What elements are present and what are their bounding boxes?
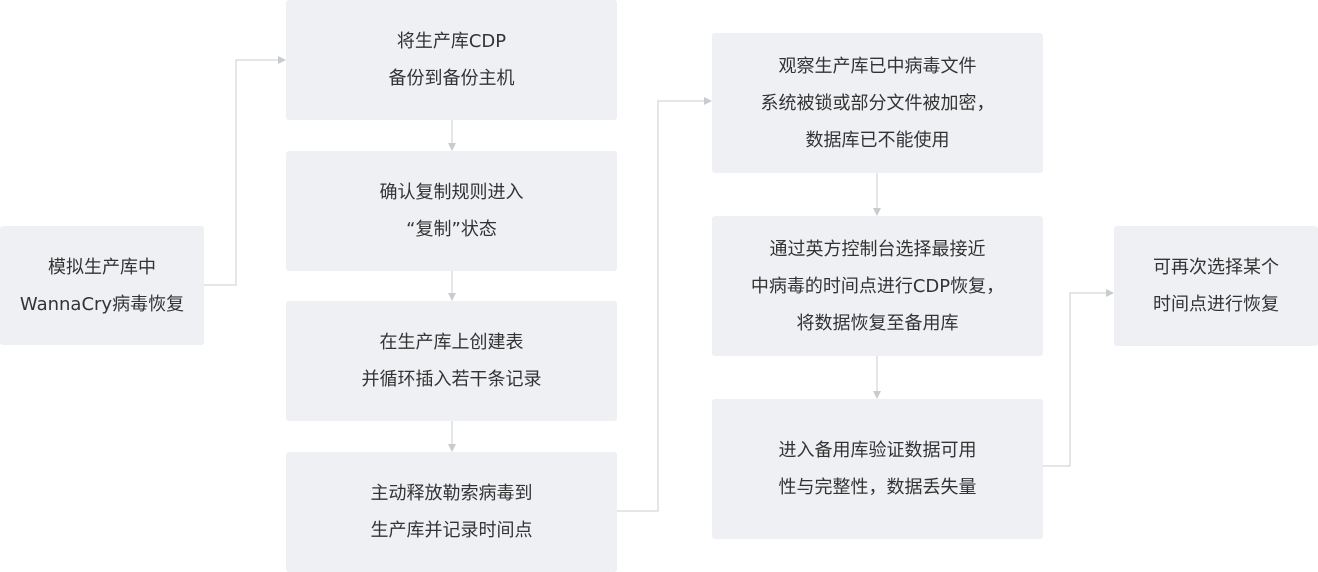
connector-start-to-step1 <box>204 56 286 286</box>
node-step3: 在生产库上创建表 并循环插入若干条记录 <box>286 301 617 421</box>
node-step3-line-1: 在生产库上创建表 <box>379 332 524 353</box>
node-step6-line-2: 中病毒的时间点进行CDP恢复， <box>750 275 1005 297</box>
node-step2-line-2: “复制”状态 <box>406 219 497 240</box>
node-step7-line-1: 进入备用库验证数据可用 <box>778 440 977 461</box>
connector-step4-to-step5 <box>617 97 712 512</box>
node-step4: 主动释放勒索病毒到 生产库并记录时间点 <box>286 452 617 572</box>
node-end-line-1: 可再次选择某个 <box>1153 257 1279 278</box>
node-step4-line-2: 生产库并记录时间点 <box>370 520 533 541</box>
node-step6: 通过英方控制台选择最接近 中病毒的时间点进行CDP恢复， 将数据恢复至备用库 <box>712 216 1043 356</box>
node-start: 模拟生产库中 WannaCry病毒恢复 <box>0 226 204 345</box>
node-step5-line-3: 数据库已不能使用 <box>805 129 950 151</box>
node-step7: 进入备用库验证数据可用 性与完整性，数据丢失量 <box>712 399 1043 539</box>
node-start-line-2: WannaCry病毒恢复 <box>19 293 185 315</box>
node-end: 可再次选择某个 时间点进行恢复 <box>1114 226 1318 346</box>
node-step2-line-1: 确认复制规则进入 <box>379 182 524 203</box>
node-start-line-1: 模拟生产库中 <box>48 256 156 278</box>
connector-step7-to-end <box>1043 289 1114 467</box>
node-step7-line-2: 性与完整性，数据丢失量 <box>778 477 977 498</box>
node-step2: 确认复制规则进入 “复制”状态 <box>286 151 617 271</box>
node-step5-line-2: 系统被锁或部分文件被加密， <box>760 92 995 114</box>
node-step1-line-1: 将生产库CDP <box>396 31 507 52</box>
node-end-line-2: 时间点进行恢复 <box>1153 294 1279 315</box>
node-step6-line-3: 将数据恢复至备用库 <box>796 312 959 334</box>
node-step1-line-2: 备份到备份主机 <box>388 68 515 89</box>
node-step1: 将生产库CDP 备份到备份主机 <box>286 0 617 120</box>
node-step5: 观察生产库已中病毒文件 系统被锁或部分文件被加密， 数据库已不能使用 <box>712 33 1043 173</box>
node-step5-line-1: 观察生产库已中病毒文件 <box>778 55 977 77</box>
node-step3-line-2: 并循环插入若干条记录 <box>361 369 542 390</box>
node-step6-line-1: 通过英方控制台选择最接近 <box>769 238 986 260</box>
node-step4-line-1: 主动释放勒索病毒到 <box>370 483 533 504</box>
